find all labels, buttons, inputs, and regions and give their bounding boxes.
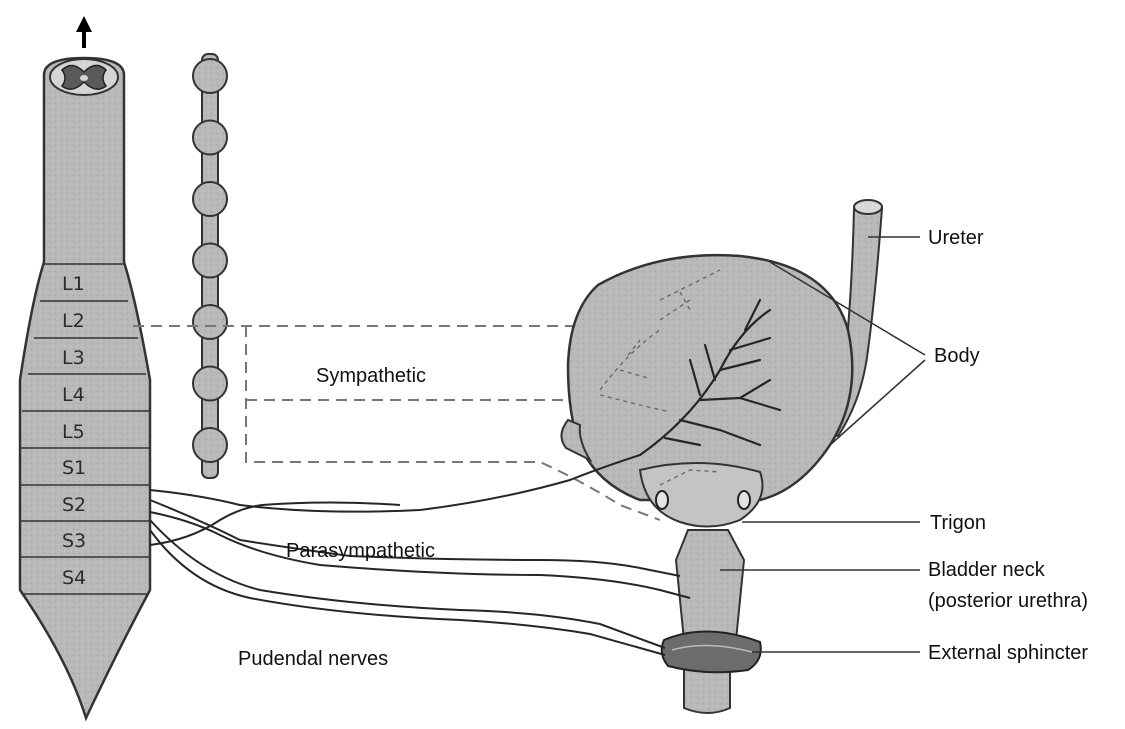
label-pudendal-nerves: Pudendal nerves	[238, 648, 388, 670]
label-bladder-neck: Bladder neck	[928, 559, 1046, 581]
label-external-sphincter: External sphincter	[928, 642, 1088, 664]
up-arrow-icon	[76, 16, 92, 48]
distal-urethra	[684, 668, 730, 713]
segment-label-l5: L5	[62, 421, 85, 443]
segment-label-s2: S2	[62, 494, 86, 516]
segment-label-l1: L1	[62, 273, 85, 295]
sympathetic-ganglion	[193, 244, 227, 278]
label-body: Body	[934, 345, 980, 367]
ureteric-orifice-left	[656, 491, 668, 509]
sympathetic-chain	[193, 54, 227, 478]
segment-label-l4: L4	[62, 384, 85, 406]
sympathetic-ganglion	[193, 59, 227, 93]
bladder-neck	[676, 530, 744, 640]
ureteric-orifice-right	[738, 491, 750, 509]
sympathetic-ganglion	[193, 305, 227, 339]
segment-label-s3: S3	[62, 530, 86, 552]
ureter-opening	[854, 200, 882, 214]
segment-label-s4: S4	[62, 567, 86, 589]
external-sphincter	[662, 631, 761, 672]
bladder	[561, 200, 882, 713]
spinal-cord: L1 L2 L3 L4 L5 S1 S2 S3 S4	[20, 58, 150, 718]
sympathetic-ganglion	[193, 121, 227, 155]
segment-label-s1: S1	[62, 457, 86, 479]
sympathetic-ganglion	[193, 182, 227, 216]
cord-cross-section	[50, 59, 118, 95]
label-ureter: Ureter	[928, 227, 984, 249]
sympathetic-ganglion	[193, 367, 227, 401]
segment-label-l3: L3	[62, 347, 85, 369]
label-parasympathetic: Parasympathetic	[286, 540, 435, 562]
sympathetic-ganglion	[193, 428, 227, 462]
label-posterior-urethra: (posterior urethra)	[928, 590, 1088, 612]
label-trigon: Trigon	[930, 512, 986, 534]
segment-label-l2: L2	[62, 310, 85, 332]
label-sympathetic: Sympathetic	[316, 365, 426, 387]
